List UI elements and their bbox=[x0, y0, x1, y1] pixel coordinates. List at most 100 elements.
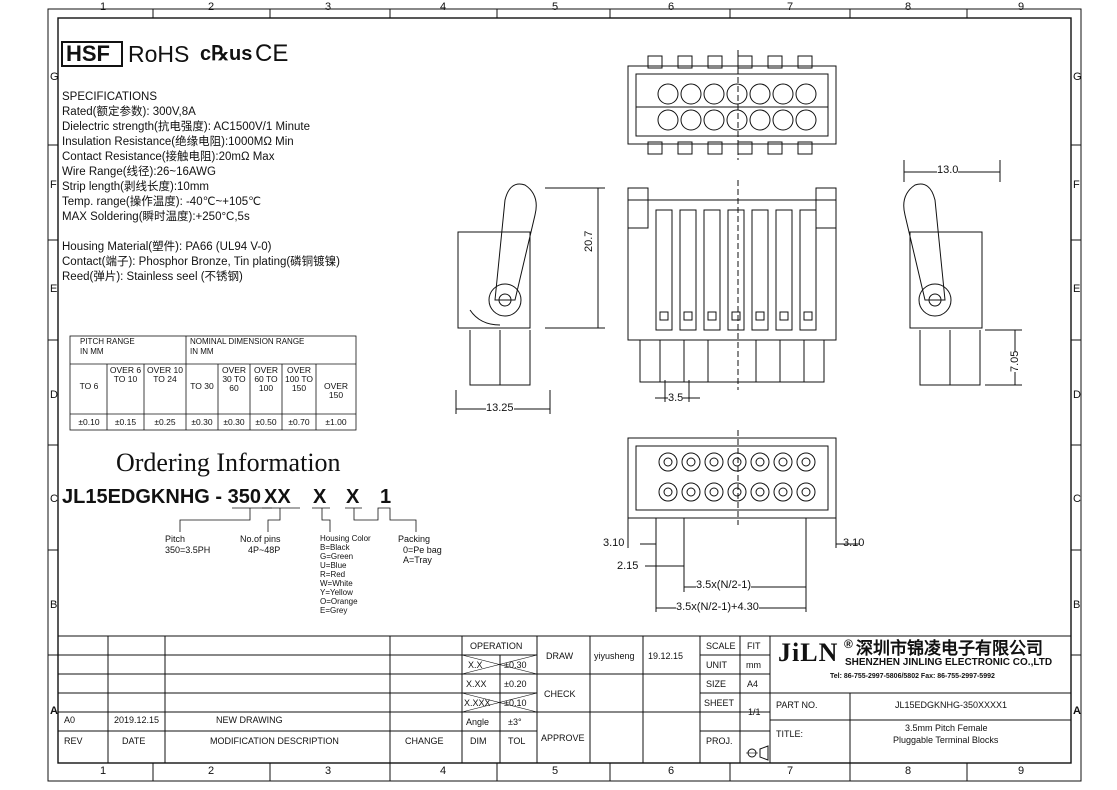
title-label: TITLE: bbox=[776, 729, 804, 739]
rev-date: 2019.12.15 bbox=[114, 715, 160, 725]
zone-right-f: F bbox=[1073, 179, 1080, 191]
company-name-en: SHENZHEN JINLING ELECTRONIC CO.,LTD bbox=[845, 657, 1053, 668]
spec-line: Temp. range(操作温度): -40℃~+105℃ bbox=[62, 196, 262, 208]
dim-20-7: 20.7 bbox=[583, 230, 595, 252]
company-tel-fax: Tel: 86-755-2997-5806/5802 Fax: 86-755-2… bbox=[830, 673, 995, 680]
dim-3-10-left: 3.10 bbox=[603, 537, 625, 549]
color-option: G=Green bbox=[320, 552, 354, 561]
tol-col-head: OVER 30 TO 60 bbox=[221, 365, 247, 393]
draw-label: DRAW bbox=[546, 651, 574, 661]
unit-label: UNIT bbox=[706, 660, 727, 670]
tol-dim: X.X bbox=[468, 660, 483, 670]
color-option: U=Blue bbox=[320, 561, 347, 570]
material-line: Reed(弹片): Stainless seel (不锈钢) bbox=[62, 271, 243, 283]
tol-col-head: OVER 6 TO 10 bbox=[109, 365, 142, 384]
zone-left-a: A bbox=[50, 705, 58, 717]
zone-right-b: B bbox=[1073, 599, 1081, 611]
zone-right-a: A bbox=[1073, 705, 1081, 717]
tol-val: ±0.30 bbox=[223, 417, 245, 427]
company-name-cn: 深圳市锦凌电子有限公司 bbox=[856, 639, 1043, 658]
sheet-label: SHEET bbox=[704, 698, 735, 708]
zone-top-6: 6 bbox=[668, 1, 675, 13]
spec-heading: SPECIFICATIONS bbox=[62, 91, 157, 103]
tol-val: ±0.15 bbox=[114, 417, 137, 427]
dim-3-10-right: 3.10 bbox=[843, 537, 865, 549]
zone-top-5: 5 bbox=[552, 1, 559, 13]
material-line: Contact(端子): Phosphor Bronze, Tin platin… bbox=[62, 256, 341, 268]
tol-value: ±0.10 bbox=[504, 698, 527, 708]
zone-top-9: 9 bbox=[1018, 1, 1025, 13]
hsf-logo: HSF bbox=[66, 41, 110, 66]
tol-value: ±0.20 bbox=[504, 679, 527, 689]
registered-mark: ® bbox=[844, 637, 853, 651]
color-option: E=Grey bbox=[320, 606, 348, 615]
dim-pitch-n: 3.5x(N/2-1) bbox=[696, 579, 752, 591]
zone-bottom-5: 5 bbox=[552, 765, 559, 777]
pins-value: 4P~48P bbox=[248, 545, 281, 555]
zone-bottom-3: 3 bbox=[325, 765, 332, 777]
dim-13-25: 13.25 bbox=[486, 402, 514, 414]
pins-label: No.of pins bbox=[240, 534, 281, 544]
tol-dim: X.XXX bbox=[464, 698, 491, 708]
date-header: DATE bbox=[122, 736, 146, 746]
sheet-value: 1/1 bbox=[748, 707, 761, 717]
dim-header: DIM bbox=[470, 736, 487, 746]
pitch-range-header: PITCH RANGE bbox=[80, 337, 135, 346]
proj-label: PROJ. bbox=[706, 736, 733, 746]
draw-date: 19.12.15 bbox=[648, 651, 684, 661]
zone-bottom-9: 9 bbox=[1018, 765, 1025, 777]
part-no-value: JL15EDGKNHG-350XXXX1 bbox=[895, 700, 1008, 710]
color-option: B=Black bbox=[320, 543, 350, 552]
zone-right-d: D bbox=[1073, 389, 1081, 401]
ordering-title: Ordering Information bbox=[116, 448, 341, 477]
spec-line: Strip length(剥线长度):10mm bbox=[62, 181, 209, 193]
color-option: W=White bbox=[320, 579, 353, 588]
company-logo: JiLN bbox=[778, 638, 839, 667]
dim-3-5: 3.5 bbox=[668, 392, 684, 404]
tol-dim: Angle bbox=[466, 717, 490, 727]
spec-line: Insulation Resistance(绝缘电阻):1000MΩ Min bbox=[62, 136, 294, 148]
tol-col-head: OVER 100 TO 150 bbox=[284, 365, 314, 393]
tol-value: ±0.30 bbox=[504, 660, 527, 670]
ce-logo: CE bbox=[255, 40, 289, 67]
tol-col-head: OVER 60 TO 100 bbox=[253, 365, 279, 393]
rohs-logo: RoHS bbox=[128, 41, 190, 67]
color-label: Housing Color bbox=[320, 534, 371, 543]
tol-val: ±0.25 bbox=[154, 417, 176, 427]
spec-line: MAX Soldering(瞬时温度):+250°C,5s bbox=[62, 211, 250, 223]
zone-bottom-2: 2 bbox=[208, 765, 215, 777]
change-header: CHANGE bbox=[405, 736, 444, 746]
tol-val: ±0.10 bbox=[78, 417, 100, 427]
tol-col-head: TO 6 bbox=[79, 381, 99, 391]
zone-top-4: 4 bbox=[440, 1, 447, 13]
zone-bottom-6: 6 bbox=[668, 765, 675, 777]
part-xx: XX bbox=[264, 486, 291, 508]
dim-pitch-n-total: 3.5x(N/2-1)+4.30 bbox=[676, 601, 759, 613]
spec-line: Dielectric strength(抗电强度): AC1500V/1 Min… bbox=[62, 121, 310, 133]
zone-bottom-8: 8 bbox=[905, 765, 912, 777]
spec-line: Rated(额定参数): 300V,8A bbox=[62, 106, 196, 118]
drawer-name: yiyusheng bbox=[594, 651, 635, 661]
tol-val: ±0.30 bbox=[191, 417, 213, 427]
zone-left-f: F bbox=[50, 179, 57, 191]
zone-bottom-4: 4 bbox=[440, 765, 447, 777]
title-line-1: 3.5mm Pitch Female bbox=[905, 723, 988, 733]
zone-bottom-1: 1 bbox=[100, 765, 107, 777]
packing-label: Packing bbox=[398, 534, 431, 544]
nominal-in-mm: IN MM bbox=[190, 347, 214, 356]
zone-top-1: 1 bbox=[100, 1, 107, 13]
zone-top-8: 8 bbox=[905, 1, 912, 13]
tol-val: ±0.70 bbox=[288, 417, 310, 427]
zone-left-c: C bbox=[50, 493, 58, 505]
material-line: Housing Material(塑件): PA66 (UL94 V-0) bbox=[62, 241, 272, 253]
part-x1: X bbox=[313, 486, 327, 508]
tol-col-head: OVER 150 bbox=[323, 381, 349, 400]
operation-label: OPERATION bbox=[470, 641, 523, 651]
zone-top-7: 7 bbox=[787, 1, 794, 13]
zone-left-e: E bbox=[50, 283, 58, 295]
zone-right-g: G bbox=[1073, 71, 1082, 83]
zone-left-b: B bbox=[50, 599, 58, 611]
dim-2-15: 2.15 bbox=[617, 560, 639, 572]
